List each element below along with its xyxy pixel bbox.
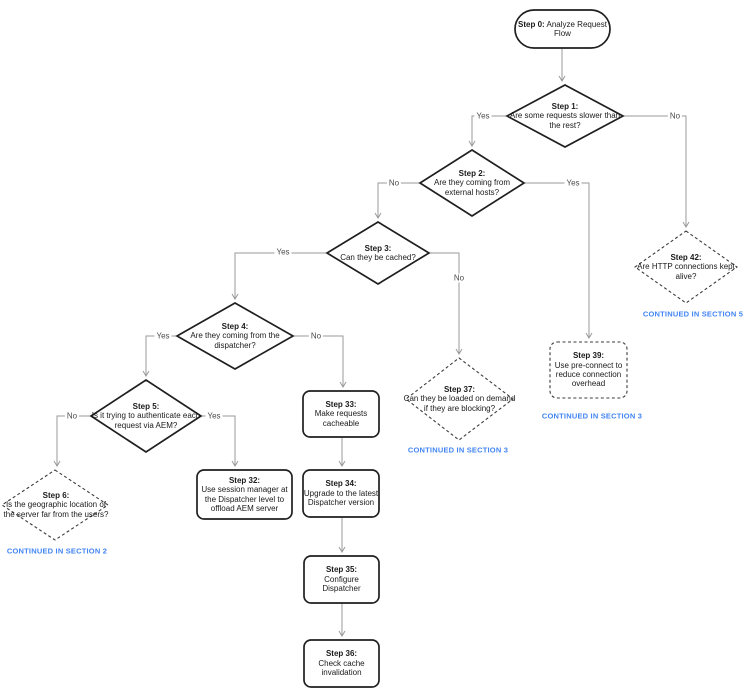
label-step4-no: No (308, 331, 324, 341)
edge-step5-yes-to-step32 (201, 415, 239, 467)
step0-terminal-shape (514, 9, 611, 49)
note-continued-section-3-step39: CONTINUED IN SECTION 3 (541, 411, 643, 421)
label-step5-yes: Yes (205, 411, 223, 421)
edge-step4-yes-to-step5 (142, 335, 177, 377)
step6-decision-dashed-shape (1, 469, 109, 541)
edge-step5-no-to-step6 (53, 415, 91, 467)
step39-process-dashed-shape (549, 341, 628, 399)
note-continued-section-3-step37: CONTINUED IN SECTION 3 (407, 445, 509, 455)
label-step4-yes: Yes (154, 331, 172, 341)
step42-decision-dashed-shape (634, 230, 738, 304)
step2-decision-shape (418, 148, 526, 218)
label-step1-yes: Yes (474, 111, 492, 121)
label-step3-no: No (451, 273, 467, 283)
edge-step1-yes-to-step2 (468, 115, 507, 147)
edge-step2-yes-to-step39 (524, 182, 593, 339)
edge-step3-yes-to-step4 (231, 252, 327, 300)
edge-step2-no-to-step3 (374, 182, 420, 219)
step3-decision-shape (325, 221, 431, 285)
edge-step3-no-to-step37 (429, 252, 463, 355)
label-step2-no: No (386, 178, 402, 188)
step33-process-shape (302, 390, 380, 438)
label-step1-no: No (667, 111, 683, 121)
step32-process-shape (196, 469, 293, 520)
step4-decision-shape (175, 302, 295, 370)
note-continued-section-5: CONTINUED IN SECTION 5 (642, 309, 744, 319)
step34-process-shape (302, 469, 380, 518)
step1-decision-shape (505, 84, 625, 148)
edge-step4-no-to-step33 (293, 335, 347, 388)
label-step3-yes: Yes (274, 247, 292, 257)
note-continued-section-2: CONTINUED IN SECTION 2 (6, 546, 108, 556)
step35-process-shape (303, 555, 380, 604)
step37-decision-dashed-shape (405, 357, 514, 441)
label-step5-no: No (64, 411, 80, 421)
label-step2-yes: Yes (564, 178, 582, 188)
edge-step1-no-to-step42 (623, 115, 690, 228)
step5-decision-shape (89, 378, 203, 454)
step36-process-shape (303, 639, 380, 688)
